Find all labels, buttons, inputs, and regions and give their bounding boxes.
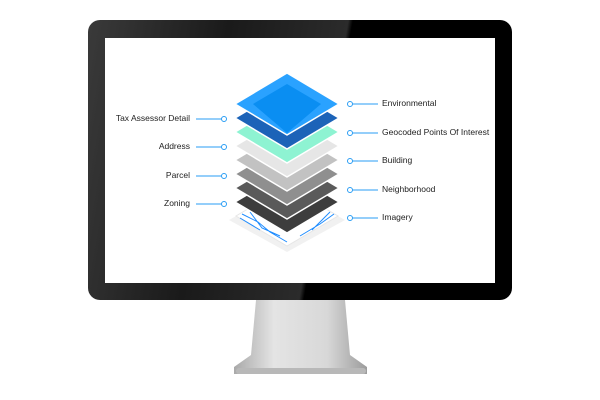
connector-right-0-dot xyxy=(347,101,353,107)
connector-right-2-dot xyxy=(347,158,353,164)
layer-environmental-inner xyxy=(253,84,321,133)
label-left: Tax Assessor Detail xyxy=(115,113,190,123)
connector-left-2-dot xyxy=(221,173,227,179)
connector-right-1-dot xyxy=(347,130,353,136)
label-left: Zoning xyxy=(164,198,190,208)
connector-left-1-dot xyxy=(221,144,227,150)
connector-right-4-dot xyxy=(347,215,353,221)
label-right: Geocoded Points Of Interest xyxy=(382,127,490,137)
label-right: Building xyxy=(382,155,413,165)
connector-right-3-dot xyxy=(347,187,353,193)
label-right: Neighborhood xyxy=(382,184,436,194)
connector-left-3-dot xyxy=(221,201,227,207)
connector-left-0-dot xyxy=(221,116,227,122)
label-left: Parcel xyxy=(165,170,190,180)
label-right: Imagery xyxy=(382,212,413,222)
label-right: Environmental xyxy=(382,98,437,108)
label-left: Address xyxy=(158,141,190,151)
